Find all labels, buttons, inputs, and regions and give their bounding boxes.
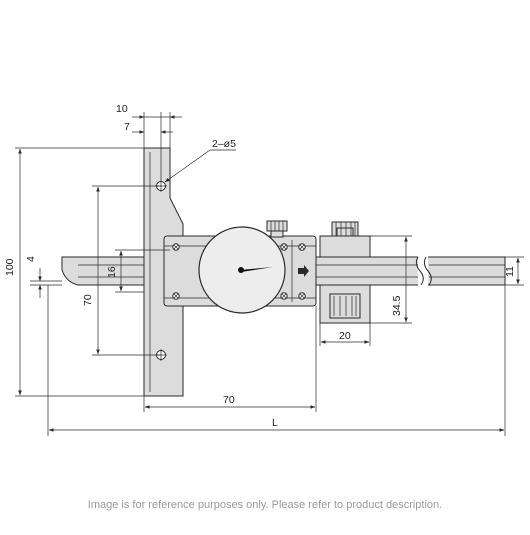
dim-4: 4 <box>25 256 37 262</box>
dim-16: 16 <box>106 266 118 278</box>
dim-70-horizontal: 70 <box>223 394 235 406</box>
dim-11: 11 <box>504 266 516 277</box>
dim-holes: 2–ø5 <box>212 138 236 150</box>
dim-100: 100 <box>4 258 16 276</box>
clamp-knob-top <box>266 220 288 238</box>
dim-7: 7 <box>124 121 130 133</box>
dim-10: 10 <box>116 103 128 115</box>
depth-rod-tip <box>61 256 145 286</box>
dim-70-vertical: 70 <box>82 294 94 306</box>
dim-34-5: 34.5 <box>391 295 403 316</box>
beam-break-mark <box>415 256 424 286</box>
dim-20: 20 <box>339 330 351 342</box>
dial-needle <box>240 267 273 272</box>
reference-note: Image is for reference purposes only. Pl… <box>88 499 442 511</box>
housing-screws <box>172 243 306 300</box>
dim-L: L <box>272 417 278 429</box>
slider-block <box>319 221 371 324</box>
direction-arrow-icon <box>298 265 309 277</box>
